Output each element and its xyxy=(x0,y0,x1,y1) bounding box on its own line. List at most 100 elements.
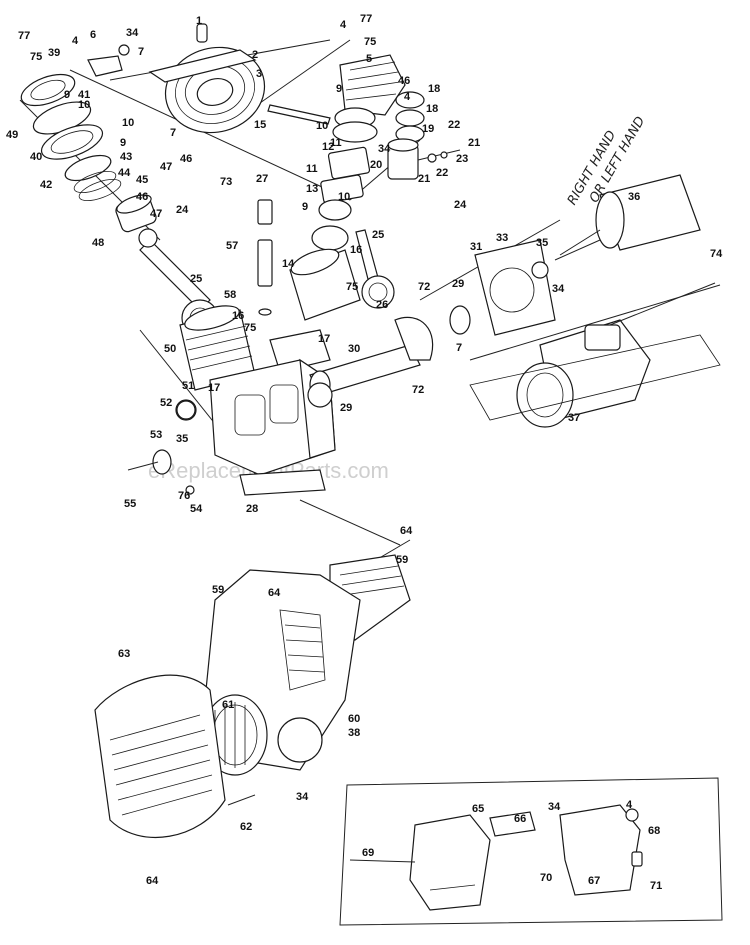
callout-4b: 4 xyxy=(340,19,347,31)
callout-64c: 64 xyxy=(146,875,159,887)
callout-15: 15 xyxy=(254,119,266,131)
callout-46c: 46 xyxy=(398,75,410,87)
callout-64a: 64 xyxy=(400,525,413,537)
callout-71: 71 xyxy=(650,880,662,892)
callout-4a: 4 xyxy=(72,35,79,47)
cooling-coil xyxy=(148,23,266,134)
callout-54: 54 xyxy=(190,503,203,515)
callout-17b: 17 xyxy=(208,382,220,394)
callout-18b: 18 xyxy=(426,103,438,115)
valve-plate-stack xyxy=(20,73,157,233)
cylinder-gasket xyxy=(269,329,331,373)
callout-51: 51 xyxy=(182,380,194,392)
crankcase xyxy=(175,358,336,496)
callout-62: 62 xyxy=(240,821,252,833)
callout-39: 39 xyxy=(48,47,60,59)
callout-4d: 4 xyxy=(626,799,633,811)
callout-5: 5 xyxy=(366,53,372,65)
fan-guard xyxy=(94,674,226,839)
callout-59b: 59 xyxy=(212,584,224,596)
callout-58: 58 xyxy=(224,289,236,301)
callout-46b: 46 xyxy=(136,191,148,203)
callout-25a: 25 xyxy=(372,229,384,241)
callout-34b: 34 xyxy=(378,143,391,155)
bearing-carrier xyxy=(474,239,556,336)
callout-9a: 9 xyxy=(64,89,70,101)
callout-42: 42 xyxy=(40,179,52,191)
callout-70: 70 xyxy=(540,872,552,884)
callout-34d: 34 xyxy=(296,791,309,803)
callout-74: 74 xyxy=(710,248,723,260)
callout-72b: 72 xyxy=(412,384,424,396)
callout-75c: 75 xyxy=(346,281,358,293)
callout-1: 1 xyxy=(196,15,202,27)
terminal-box-inset xyxy=(339,777,723,926)
motor-rotor xyxy=(554,174,701,261)
callout-7a: 7 xyxy=(138,46,144,58)
callout-34c: 34 xyxy=(552,283,565,295)
callout-52: 52 xyxy=(160,397,172,409)
callout-28: 28 xyxy=(246,503,258,515)
callout-10b: 10 xyxy=(122,117,134,129)
callout-9d: 9 xyxy=(302,201,308,213)
callout-75d: 75 xyxy=(244,322,256,334)
transfer-tube xyxy=(267,104,331,125)
callout-25b: 25 xyxy=(190,273,202,285)
callout-37: 37 xyxy=(568,412,580,424)
callout-20: 20 xyxy=(370,159,382,171)
callout-24b: 24 xyxy=(454,199,467,211)
callout-13: 13 xyxy=(306,183,318,195)
callout-41: 41 xyxy=(78,89,90,101)
crankshaft xyxy=(307,305,471,408)
cylinder-head-right xyxy=(311,54,406,251)
callout-61: 61 xyxy=(222,699,234,711)
callout-77a: 77 xyxy=(18,30,30,42)
piston-assembly-right xyxy=(387,91,461,180)
callout-35b: 35 xyxy=(176,433,188,445)
callout-11b: 11 xyxy=(306,163,318,175)
callout-30: 30 xyxy=(348,343,360,355)
callout-11a: 11 xyxy=(330,137,342,149)
callout-36: 36 xyxy=(628,191,640,203)
callout-68: 68 xyxy=(648,825,660,837)
callout-69: 69 xyxy=(362,847,374,859)
callout-18a: 18 xyxy=(428,83,440,95)
callout-10c: 10 xyxy=(316,120,328,132)
callout-65: 65 xyxy=(472,803,484,815)
callout-22b: 22 xyxy=(436,167,448,179)
callout-55: 55 xyxy=(124,498,136,510)
callout-60: 60 xyxy=(348,713,360,725)
callout-45: 45 xyxy=(136,174,148,186)
callout-34a: 34 xyxy=(126,27,139,39)
callout-14: 14 xyxy=(282,258,295,270)
callout-47b: 47 xyxy=(150,208,162,220)
callout-24a: 24 xyxy=(176,204,189,216)
callout-29b: 29 xyxy=(340,402,352,414)
small-parts xyxy=(127,400,196,495)
motor-stator xyxy=(469,319,721,428)
callout-64b: 64 xyxy=(268,587,281,599)
callout-76: 76 xyxy=(178,490,190,502)
callout-26: 26 xyxy=(376,299,388,311)
callout-29a: 29 xyxy=(452,278,464,290)
callout-23: 23 xyxy=(456,153,468,165)
callout-59a: 59 xyxy=(396,554,408,566)
callout-31: 31 xyxy=(470,241,482,253)
callout-49: 49 xyxy=(6,129,18,141)
through-bolt xyxy=(609,282,716,326)
callout-75a: 75 xyxy=(30,51,42,63)
elbow-fitting xyxy=(87,44,130,77)
callout-4c: 4 xyxy=(404,91,411,103)
cylinders xyxy=(179,248,361,391)
callout-9c: 9 xyxy=(336,83,342,95)
callout-16a: 16 xyxy=(350,244,362,256)
callout-40: 40 xyxy=(30,151,42,163)
callout-35a: 35 xyxy=(536,237,548,249)
callout-10d: 10 xyxy=(338,191,350,203)
callout-57: 57 xyxy=(226,240,238,252)
callout-63: 63 xyxy=(118,648,130,660)
callout-7b: 7 xyxy=(170,127,176,139)
callout-73: 73 xyxy=(220,176,232,188)
callout-66: 66 xyxy=(514,813,526,825)
